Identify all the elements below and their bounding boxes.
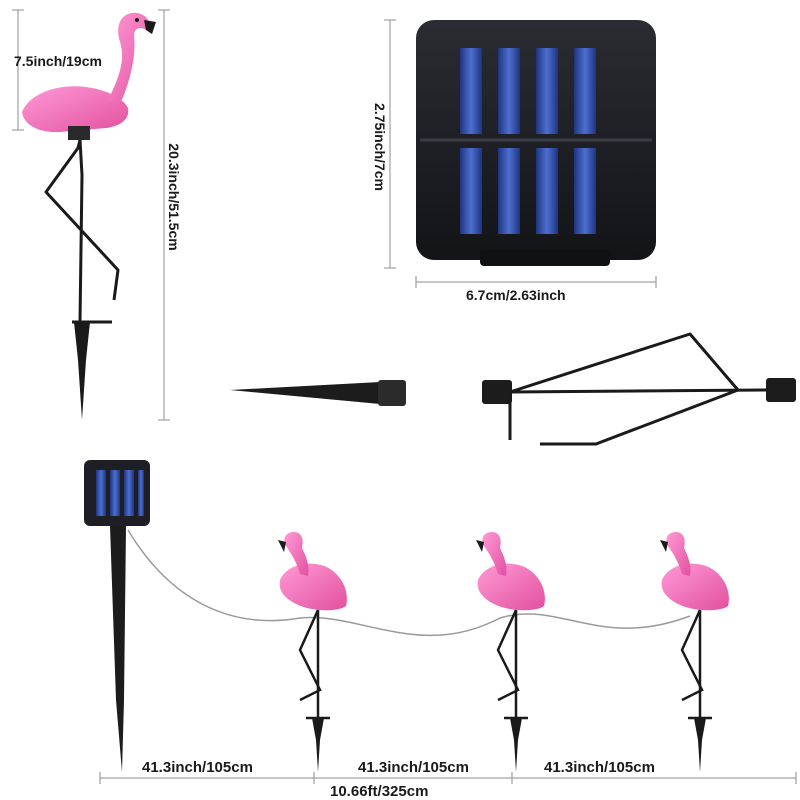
solar-stake-icon: [84, 460, 150, 772]
panel-height-label: 2.75inch/7cm: [372, 103, 388, 191]
spacing-label-1: 41.3inch/105cm: [142, 759, 253, 776]
total-length-label: 10.66ft/325cm: [330, 783, 429, 800]
dimension-lines-bottom: [99, 772, 797, 784]
panel-width-label: 6.7cm/2.63inch: [466, 287, 566, 303]
solar-panel-icon: [416, 20, 656, 266]
flamingo-small-icon-3: [660, 532, 729, 772]
connection-wire: [127, 529, 691, 637]
flamingo-height-label: 20.3inch/51.5cm: [166, 143, 182, 251]
ground-spike-icon: [230, 380, 406, 406]
flamingo-small-icon-2: [476, 532, 545, 772]
spacing-label-3: 41.3inch/105cm: [544, 759, 655, 776]
dimension-lines-panel: [384, 19, 657, 288]
flamingo-large-icon: [22, 12, 156, 420]
leg-frame-icon: [482, 332, 796, 446]
flamingo-small-icon-1: [278, 532, 347, 772]
spacing-label-2: 41.3inch/105cm: [358, 759, 469, 776]
flamingo-head-width-label: 7.5inch/19cm: [14, 53, 102, 69]
dimension-lines-flamingo: [12, 9, 170, 421]
